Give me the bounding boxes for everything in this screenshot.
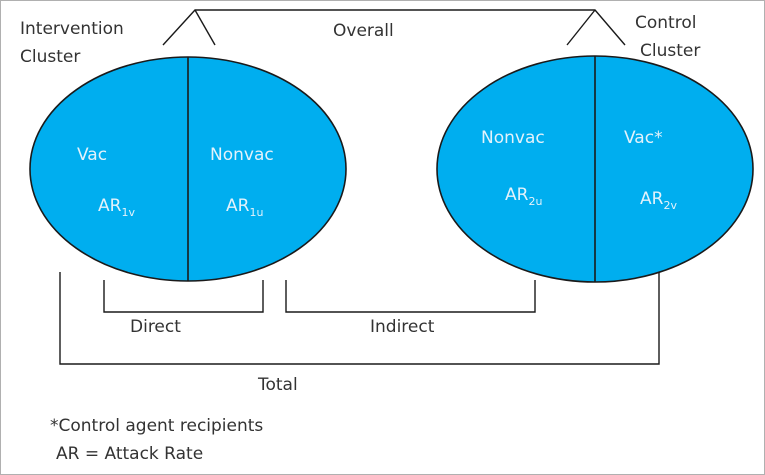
control-nonvac-ar: AR2u (505, 185, 542, 208)
intervention-label-line2: Cluster (20, 47, 80, 67)
indirect-bracket (285, 280, 536, 313)
direct-label: Direct (130, 317, 181, 337)
intervention-vac-ar: AR1v (98, 196, 135, 219)
control-vac-ar: AR2v (640, 189, 677, 212)
total-bracket (59, 272, 660, 365)
direct-bracket (103, 280, 264, 313)
overall-bracket-right-leg (566, 9, 596, 46)
total-label: Total (257, 375, 298, 395)
intervention-nonvac-ar: AR1u (226, 196, 263, 219)
footnote-ar-definition: AR = Attack Rate (56, 444, 203, 464)
intervention-nonvac-label: Nonvac (210, 145, 274, 165)
control-label-line1: Control (635, 13, 696, 33)
control-vac-label: Vac* (624, 128, 663, 148)
indirect-label: Indirect (370, 317, 435, 337)
intervention-label-line1: Intervention (20, 19, 124, 39)
overall-label: Overall (333, 21, 394, 41)
intervention-vac-label: Vac (77, 145, 107, 165)
control-nonvac-label: Nonvac (481, 128, 545, 148)
footnote-control-agent: *Control agent recipients (50, 416, 263, 436)
overall-bracket (162, 9, 626, 46)
overall-bracket-left-leg (194, 9, 216, 46)
control-label-line2: Cluster (640, 41, 700, 61)
